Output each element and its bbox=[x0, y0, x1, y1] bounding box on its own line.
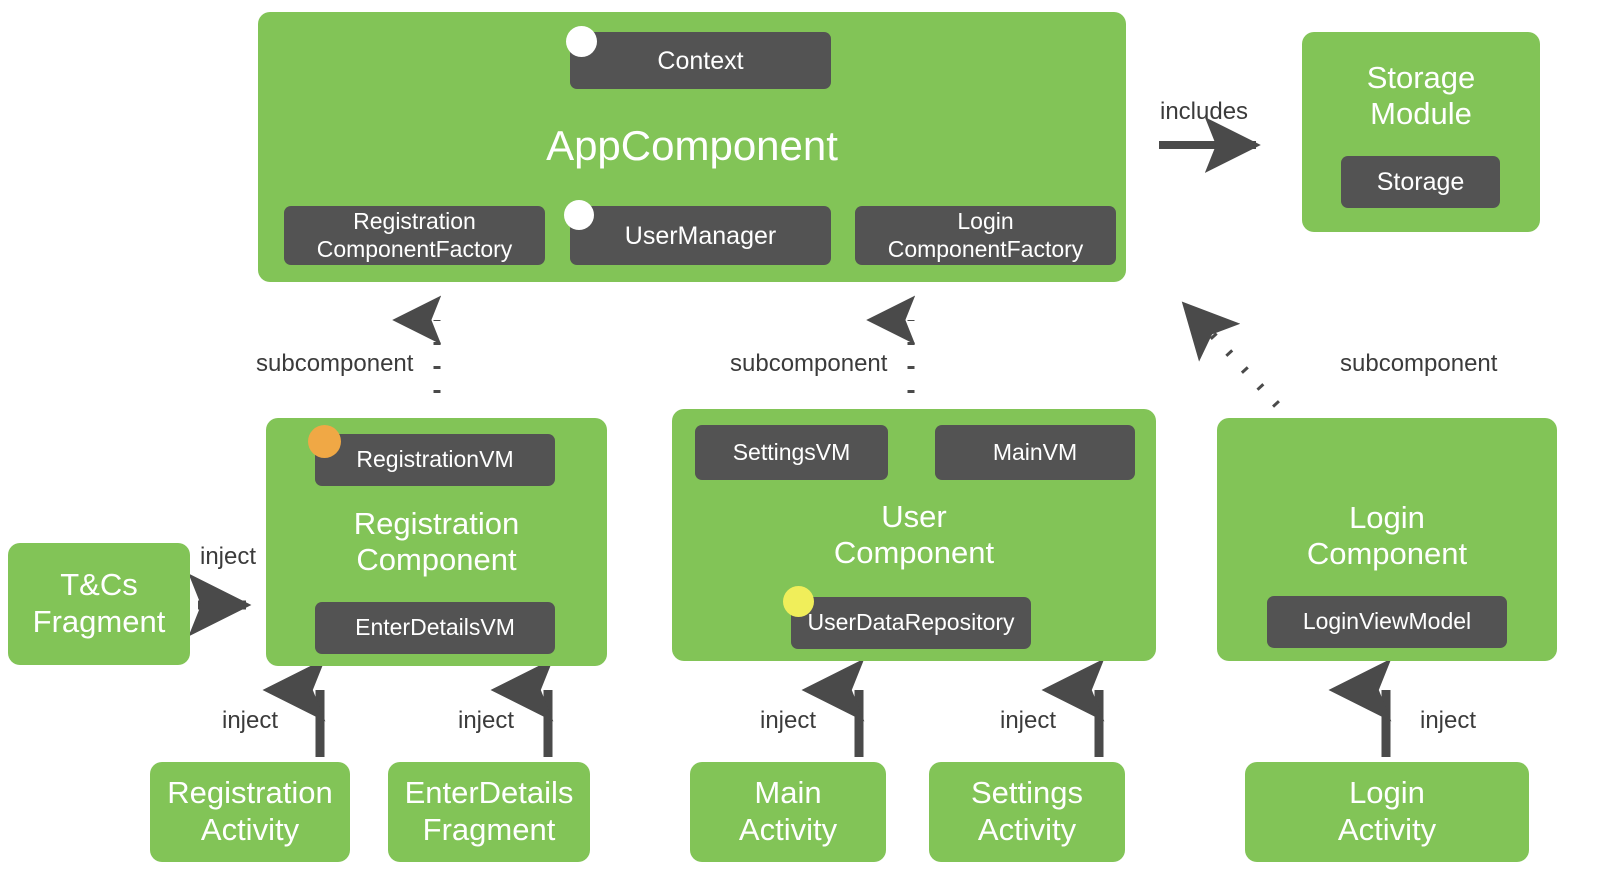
edge-label-inject-registration-activity: inject bbox=[222, 707, 279, 734]
edge-label-includes: includes bbox=[1160, 98, 1249, 125]
edge-label-inject-settings-activity: inject bbox=[1000, 707, 1057, 734]
binding-login-component-factory[interactable]: Login ComponentFactory bbox=[855, 206, 1116, 265]
client-login-activity[interactable]: Login Activity bbox=[1245, 762, 1529, 862]
scope-dot-user-data-repository bbox=[783, 586, 814, 617]
client-settings-activity[interactable]: Settings Activity bbox=[929, 762, 1125, 862]
client-tcs-fragment[interactable]: T&Cs Fragment bbox=[8, 543, 190, 665]
binding-registration-component-factory[interactable]: Registration ComponentFactory bbox=[284, 206, 545, 265]
arrow-subcomponent-login bbox=[1181, 301, 1280, 408]
scope-dot-registration-vm bbox=[308, 425, 341, 458]
client-main-activity[interactable]: Main Activity bbox=[690, 762, 886, 862]
binding-login-view-model[interactable]: LoginViewModel bbox=[1267, 596, 1507, 648]
binding-user-manager[interactable]: UserManager bbox=[570, 206, 831, 265]
scope-dot-context bbox=[566, 26, 597, 57]
binding-storage[interactable]: Storage bbox=[1341, 156, 1500, 208]
client-enterdetails-fragment[interactable]: EnterDetails Fragment bbox=[388, 762, 590, 862]
scope-dot-user-manager bbox=[564, 200, 594, 230]
edge-label-inject-tcs: inject bbox=[200, 543, 257, 570]
binding-registration-vm[interactable]: RegistrationVM bbox=[315, 434, 555, 486]
binding-context[interactable]: Context bbox=[570, 32, 831, 89]
binding-main-vm[interactable]: MainVM bbox=[935, 425, 1135, 480]
edge-label-subcomponent-login: subcomponent bbox=[1340, 350, 1498, 377]
client-registration-activity[interactable]: Registration Activity bbox=[150, 762, 350, 862]
edge-label-inject-main-activity: inject bbox=[760, 707, 817, 734]
binding-user-data-repository[interactable]: UserDataRepository bbox=[791, 597, 1031, 649]
edge-label-subcomponent-user: subcomponent bbox=[730, 350, 888, 377]
edge-label-inject-enterdetails-fragment: inject bbox=[458, 707, 515, 734]
binding-enterdetails-vm[interactable]: EnterDetailsVM bbox=[315, 602, 555, 654]
edge-label-subcomponent-registration: subcomponent bbox=[256, 350, 414, 377]
binding-settings-vm[interactable]: SettingsVM bbox=[695, 425, 888, 480]
edge-label-inject-login-activity: inject bbox=[1420, 707, 1477, 734]
